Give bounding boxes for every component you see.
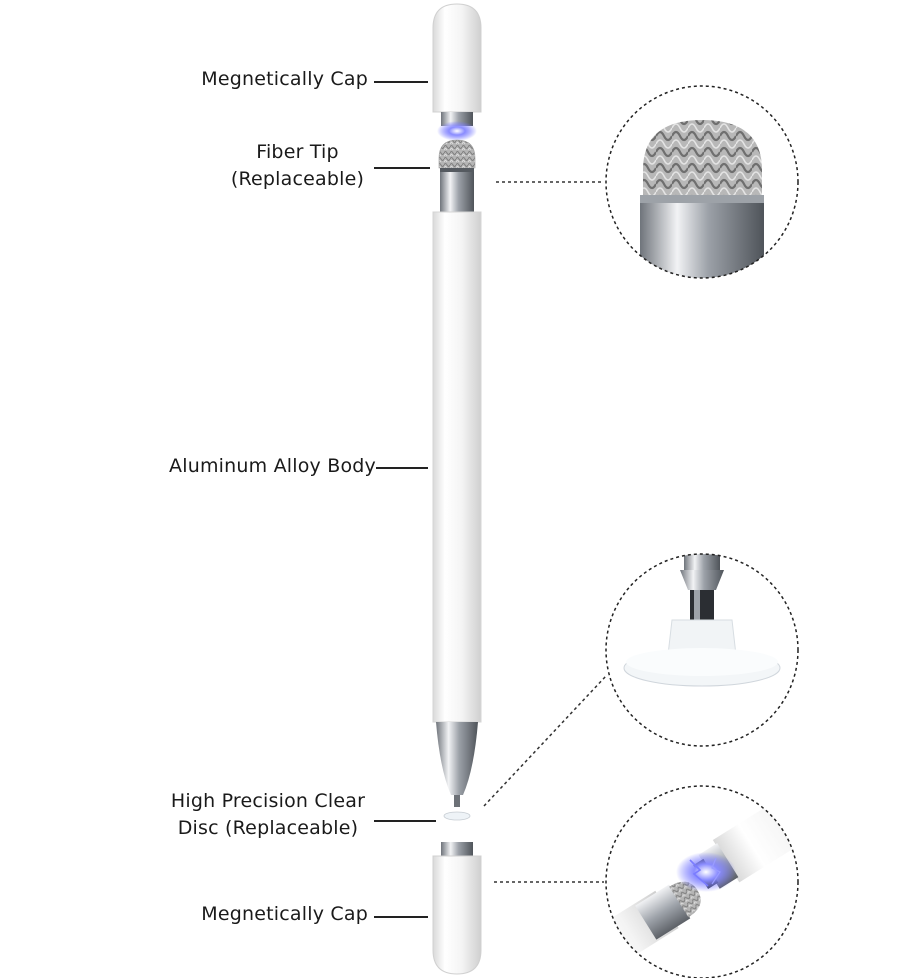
label-clear-disc-line2: Disc (Replaceable): [177, 817, 359, 839]
label-cap-bottom: Megnetically Cap: [201, 903, 368, 925]
label-clear-disc: High Precision Clear Disc (Replaceable): [152, 788, 384, 842]
leader-clear-disc: [374, 820, 436, 822]
leader-body: [376, 467, 428, 469]
leader-cap-bottom: [374, 916, 428, 918]
leader-fiber-tip: [374, 167, 430, 169]
label-fiber-tip-line1: Fiber Tip: [256, 141, 339, 163]
leader-cap-top: [374, 81, 428, 83]
label-clear-disc-line1: High Precision Clear: [170, 790, 366, 812]
label-fiber-tip-line2: (Replaceable): [230, 168, 365, 190]
label-cap-top: Megnetically Cap: [201, 68, 368, 90]
label-body: Aluminum Alloy Body: [169, 455, 376, 477]
label-fiber-tip: Fiber Tip (Replaceable): [210, 139, 385, 193]
